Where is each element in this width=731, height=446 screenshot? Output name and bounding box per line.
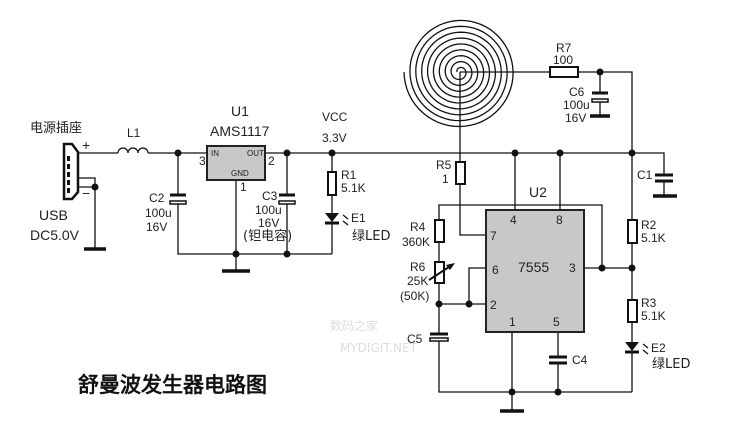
- r6-ref: R6: [410, 260, 426, 274]
- r1-ref: R1: [341, 168, 357, 182]
- c6-voltage: 16V: [565, 111, 586, 125]
- r6-value: 25K: [407, 274, 428, 288]
- usb-connector: [62, 142, 80, 201]
- c6-ref: C6: [569, 85, 585, 99]
- u2-pin6: 6: [492, 263, 499, 277]
- resistor-r3: [627, 299, 638, 323]
- potentiometer-r6: [428, 261, 455, 284]
- inductor-l1: [117, 147, 149, 154]
- c2-value: 100u: [145, 206, 172, 220]
- capacitor-c2: [169, 193, 187, 205]
- led-e1-icon: [325, 213, 349, 226]
- c3-note: (钽电容): [243, 228, 292, 244]
- u1-pin3: 3: [199, 154, 206, 168]
- watermark-en: MYDIGIT.NET: [340, 341, 418, 355]
- e1-desc: 绿LED: [352, 229, 390, 244]
- l1-label: L1: [127, 126, 141, 140]
- u2-pin7: 7: [490, 229, 497, 243]
- wires: [66, 71, 665, 410]
- resistor-r5: [455, 161, 466, 185]
- r4-ref: R4: [410, 220, 426, 234]
- u2-pin2: 2: [490, 298, 497, 312]
- resistor-r1: [327, 171, 337, 196]
- r6-alt-value: (50K): [400, 289, 429, 303]
- u1-part: AMS1117: [210, 123, 270, 139]
- c2-voltage: 16V: [146, 220, 167, 234]
- c2-ref: C2: [149, 191, 165, 205]
- r2-value: 5.1K: [641, 231, 666, 245]
- u1-pin-gnd: GND: [231, 169, 249, 178]
- minus-label: −: [82, 185, 90, 201]
- r7-ref: R7: [556, 41, 572, 55]
- u1-regulator: [206, 145, 266, 181]
- u2-pin1: 1: [509, 315, 516, 329]
- spiral-coil: [403, 19, 514, 128]
- u2-pin4: 4: [510, 213, 517, 227]
- capacitor-c3: [278, 193, 296, 205]
- resistor-r2: [627, 219, 638, 244]
- capacitor-c5: [429, 332, 449, 342]
- capacitor-c1: [655, 173, 673, 183]
- c3-ref: C3: [262, 189, 278, 203]
- junctions: [91, 68, 636, 396]
- r2-ref: R2: [641, 218, 657, 232]
- resistor-r4: [434, 219, 445, 243]
- diagram-title: 舒曼波发生器电路图: [78, 372, 267, 397]
- u1-ref: U1: [231, 103, 249, 119]
- u2-pin3: 3: [569, 261, 576, 275]
- u1-pin1: 1: [240, 180, 247, 194]
- watermark-cn: 数码之家: [330, 318, 378, 333]
- vcc-label: VCC: [322, 110, 348, 124]
- u2-pin5: 5: [553, 315, 560, 329]
- u2-part: 7555: [518, 259, 549, 275]
- u1-pin2: 2: [268, 154, 275, 168]
- r7-value: 100: [553, 53, 573, 67]
- r5-value: 1: [442, 172, 449, 186]
- c3-voltage: 16V: [258, 216, 279, 230]
- c5-ref: C5: [407, 332, 423, 346]
- vcc-voltage: 3.3V: [322, 131, 347, 145]
- r1-value: 5.1K: [341, 181, 366, 195]
- usb-label: USB: [39, 207, 68, 223]
- r3-ref: R3: [641, 296, 657, 310]
- e2-desc: 绿LED: [652, 357, 690, 372]
- e1-ref: E1: [351, 211, 366, 225]
- c4-ref: C4: [572, 353, 588, 367]
- led-e2-icon: [625, 342, 649, 355]
- u2-pin8: 8: [556, 213, 563, 227]
- c1-ref: C1: [637, 168, 653, 182]
- e2-ref: E2: [651, 341, 666, 355]
- r3-value: 5.1K: [641, 309, 666, 323]
- u1-pin-out: OUT: [247, 149, 264, 158]
- ground-icons: [84, 114, 677, 413]
- power-socket-label: 电源插座: [30, 121, 82, 136]
- u2-7555-timer: [485, 209, 585, 333]
- watermark: 数码之家 MYDIGIT.NET: [330, 318, 418, 355]
- r5-ref: R5: [436, 158, 452, 172]
- capacitor-c4: [549, 355, 567, 365]
- resistor-r7: [549, 66, 579, 78]
- u1-pin-in: IN: [211, 149, 219, 158]
- input-voltage-label: DC5.0V: [30, 227, 80, 243]
- c6-value: 100u: [563, 98, 590, 112]
- capacitor-c6: [591, 91, 609, 103]
- plus-label: +: [82, 137, 90, 153]
- c3-value: 100u: [255, 203, 282, 217]
- u2-ref: U2: [529, 184, 547, 200]
- r4-value: 360K: [402, 235, 430, 249]
